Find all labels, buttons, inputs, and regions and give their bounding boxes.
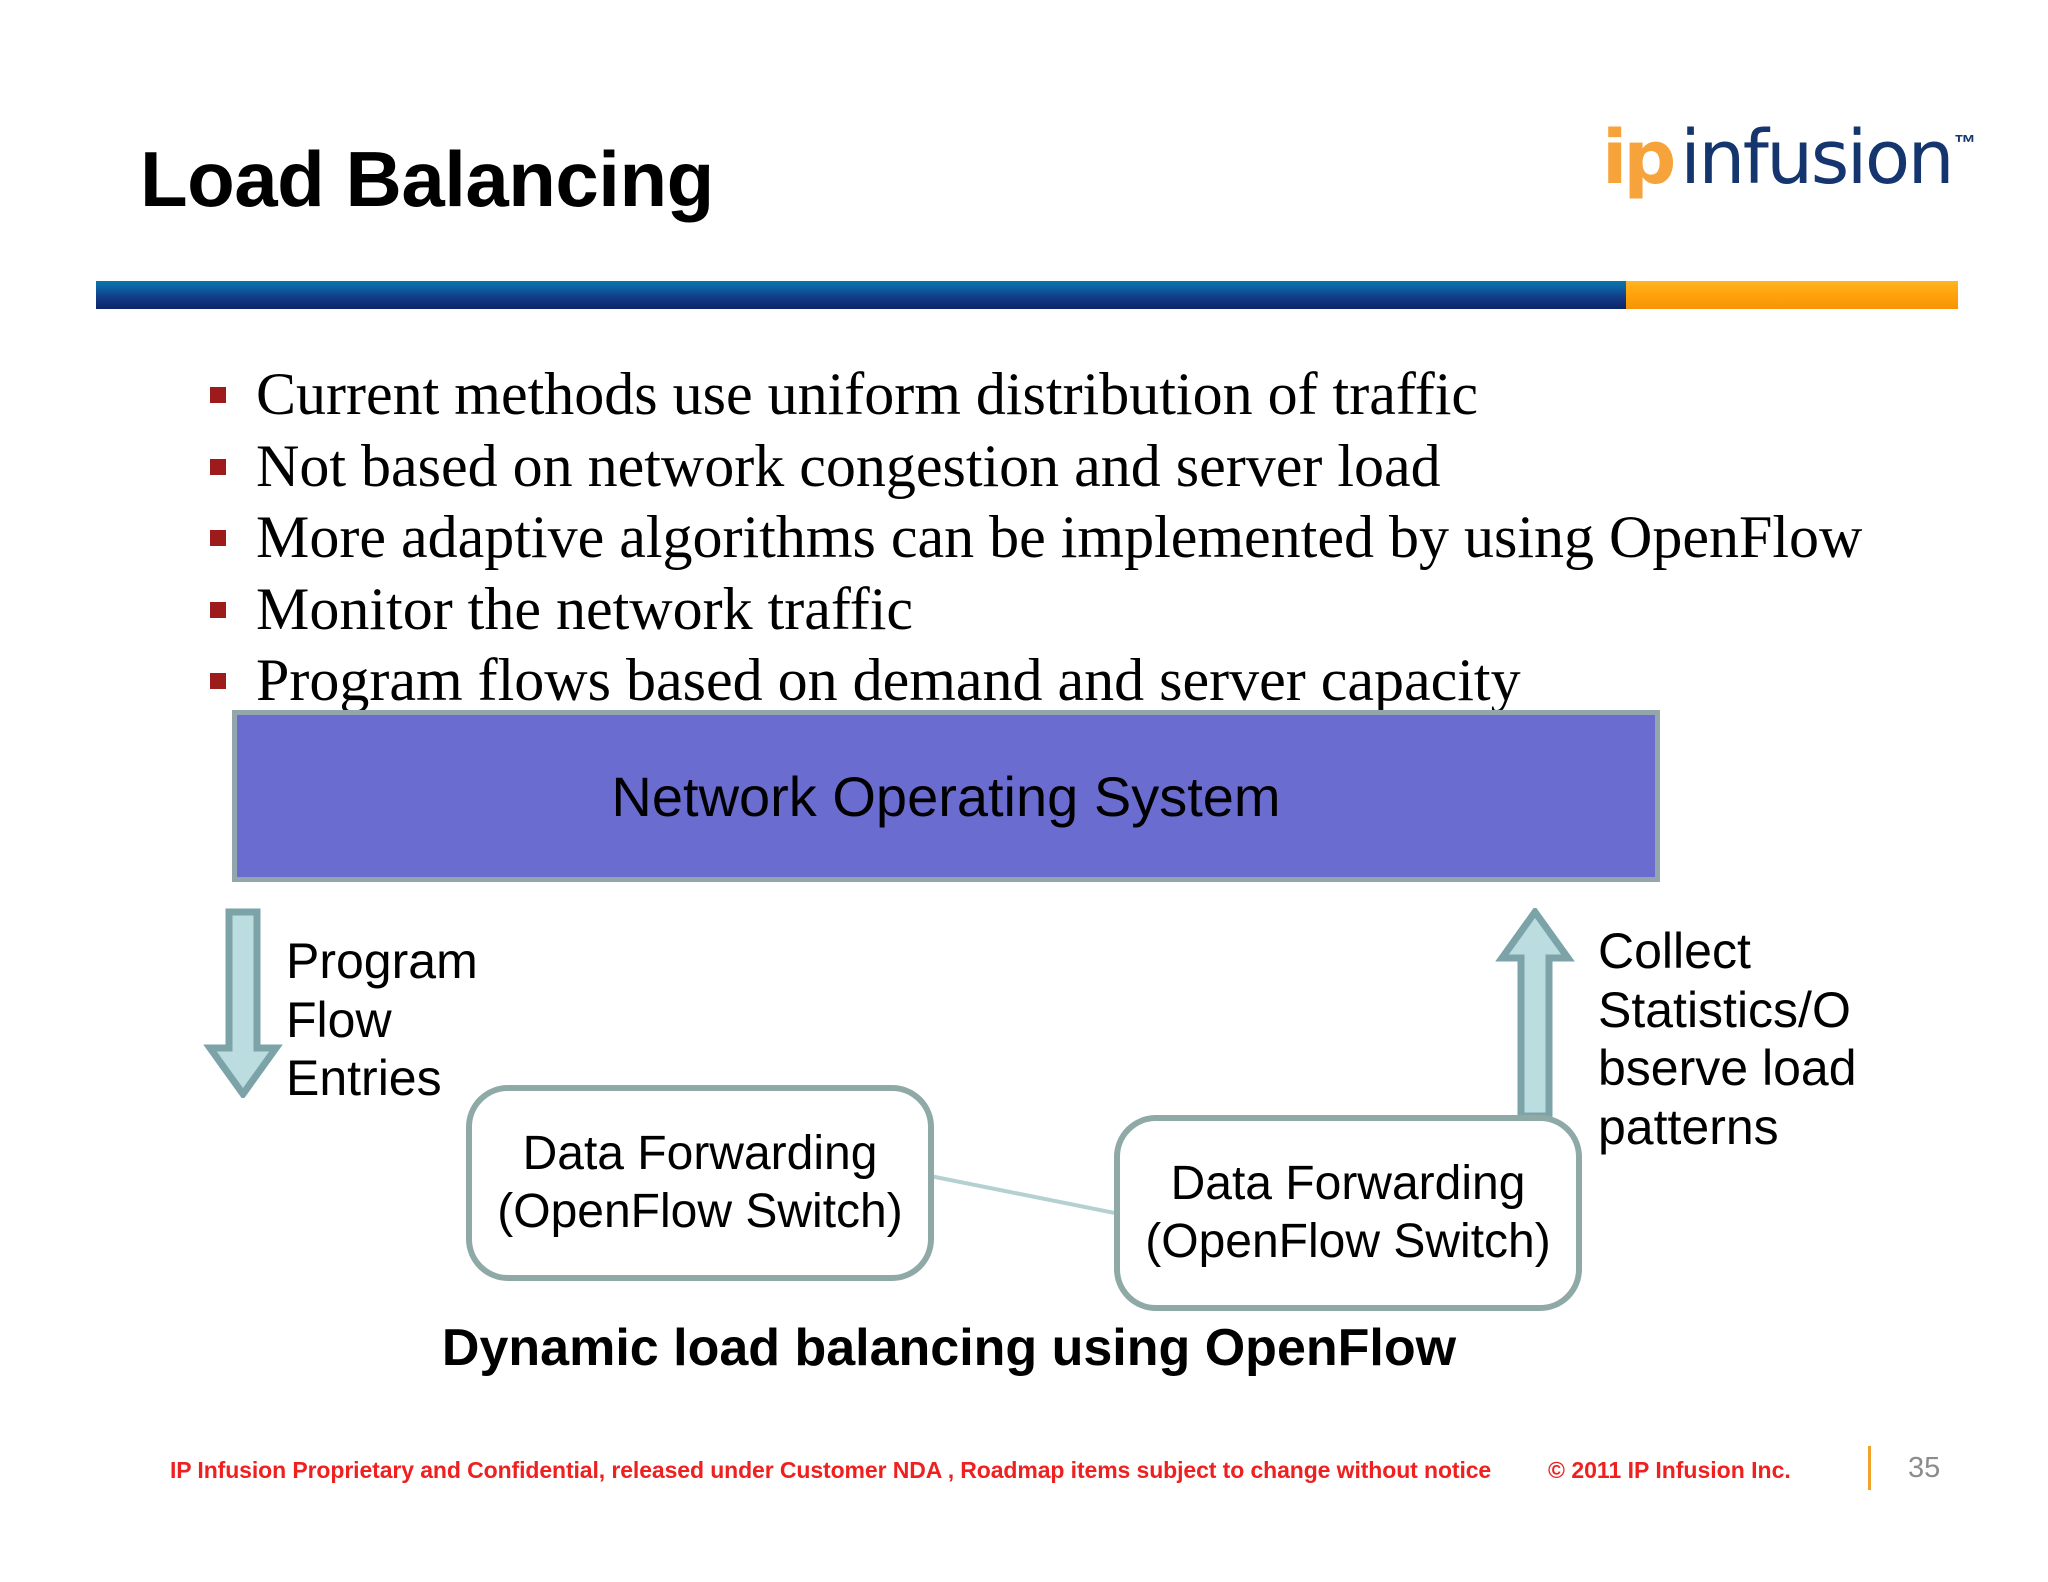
switch-left-line-2: (OpenFlow Switch) — [497, 1185, 903, 1238]
square-bullet-icon — [210, 458, 226, 475]
collect-line-3: bserve load — [1598, 1040, 1857, 1096]
header-divider-bar — [96, 281, 1958, 309]
footer-separator — [1868, 1446, 1871, 1490]
divider-blue-segment — [96, 281, 1626, 309]
logo-mark-ip: ip — [1601, 115, 1676, 201]
openflow-switch-box-left: Data Forwarding (OpenFlow Switch) — [466, 1085, 934, 1281]
square-bullet-icon — [210, 530, 226, 547]
program-flow-line-2: Flow — [286, 991, 392, 1048]
list-item: Current methods use uniform distribution… — [210, 360, 1910, 430]
diagram-caption: Dynamic load balancing using OpenFlow — [441, 1319, 1457, 1377]
network-operating-system-label: Network Operating System — [611, 764, 1281, 828]
list-item: Monitor the network traffic — [210, 575, 1910, 645]
bullet-text: Current methods use uniform distribution… — [256, 361, 1479, 427]
list-item: More adaptive algorithms can be implemen… — [210, 503, 1910, 573]
list-item: Program flows based on demand and server… — [210, 646, 1910, 716]
collect-statistics-label: Collect Statistics/O bserve load pattern… — [1598, 922, 1918, 1156]
square-bullet-icon — [210, 673, 226, 690]
program-flow-entries-label: Program Flow Entries — [286, 932, 646, 1108]
diagram-caption-wrapper: Dynamic load balancing using OpenFlow — [0, 1318, 2048, 1378]
switch-right-line-1: Data Forwarding — [1170, 1157, 1526, 1211]
divider-orange-segment — [1626, 281, 1958, 309]
bullet-text: Not based on network congestion and serv… — [256, 432, 1441, 499]
collect-line-2: Statistics/O — [1598, 981, 1851, 1038]
switch-link-line — [930, 1174, 1120, 1216]
bullet-text: Monitor the network traffic — [256, 575, 914, 642]
bullet-text: Program flows based on demand and server… — [256, 647, 1521, 714]
trademark-icon: ™ — [1954, 130, 1976, 155]
program-flow-line-3: Entries — [286, 1050, 442, 1106]
footer-copyright: © 2011 IP Infusion Inc. — [1548, 1456, 1791, 1483]
page-number: 35 — [1908, 1452, 1941, 1484]
footer-notice: IP Infusion Proprietary and Confidential… — [170, 1456, 1492, 1483]
collect-statistics-arrow-icon — [1495, 908, 1575, 1120]
collect-line-1: Collect — [1598, 923, 1751, 979]
openflow-switch-box-right: Data Forwarding (OpenFlow Switch) — [1114, 1115, 1582, 1311]
logo-wordmark-infusion: infusion — [1680, 115, 1954, 201]
footer: IP Infusion Proprietary and Confidential… — [0, 1440, 2048, 1500]
square-bullet-icon — [210, 601, 226, 618]
network-operating-system-box: Network Operating System — [232, 710, 1660, 882]
switch-right-line-2: (OpenFlow Switch) — [1145, 1215, 1551, 1268]
square-bullet-icon — [210, 387, 226, 403]
bullet-text: More adaptive algorithms can be implemen… — [256, 504, 1863, 571]
ip-infusion-logo: ip infusion ™ — [1601, 115, 1976, 201]
switch-left-line-1: Data Forwarding — [522, 1127, 878, 1181]
list-item: Not based on network congestion and serv… — [210, 432, 1910, 502]
bullet-list: Current methods use uniform distribution… — [210, 360, 1910, 718]
program-flow-line-1: Program — [286, 933, 478, 989]
collect-line-4: patterns — [1598, 1098, 1779, 1155]
program-flow-arrow-icon — [203, 908, 283, 1098]
page-title: Load Balancing — [140, 135, 714, 223]
